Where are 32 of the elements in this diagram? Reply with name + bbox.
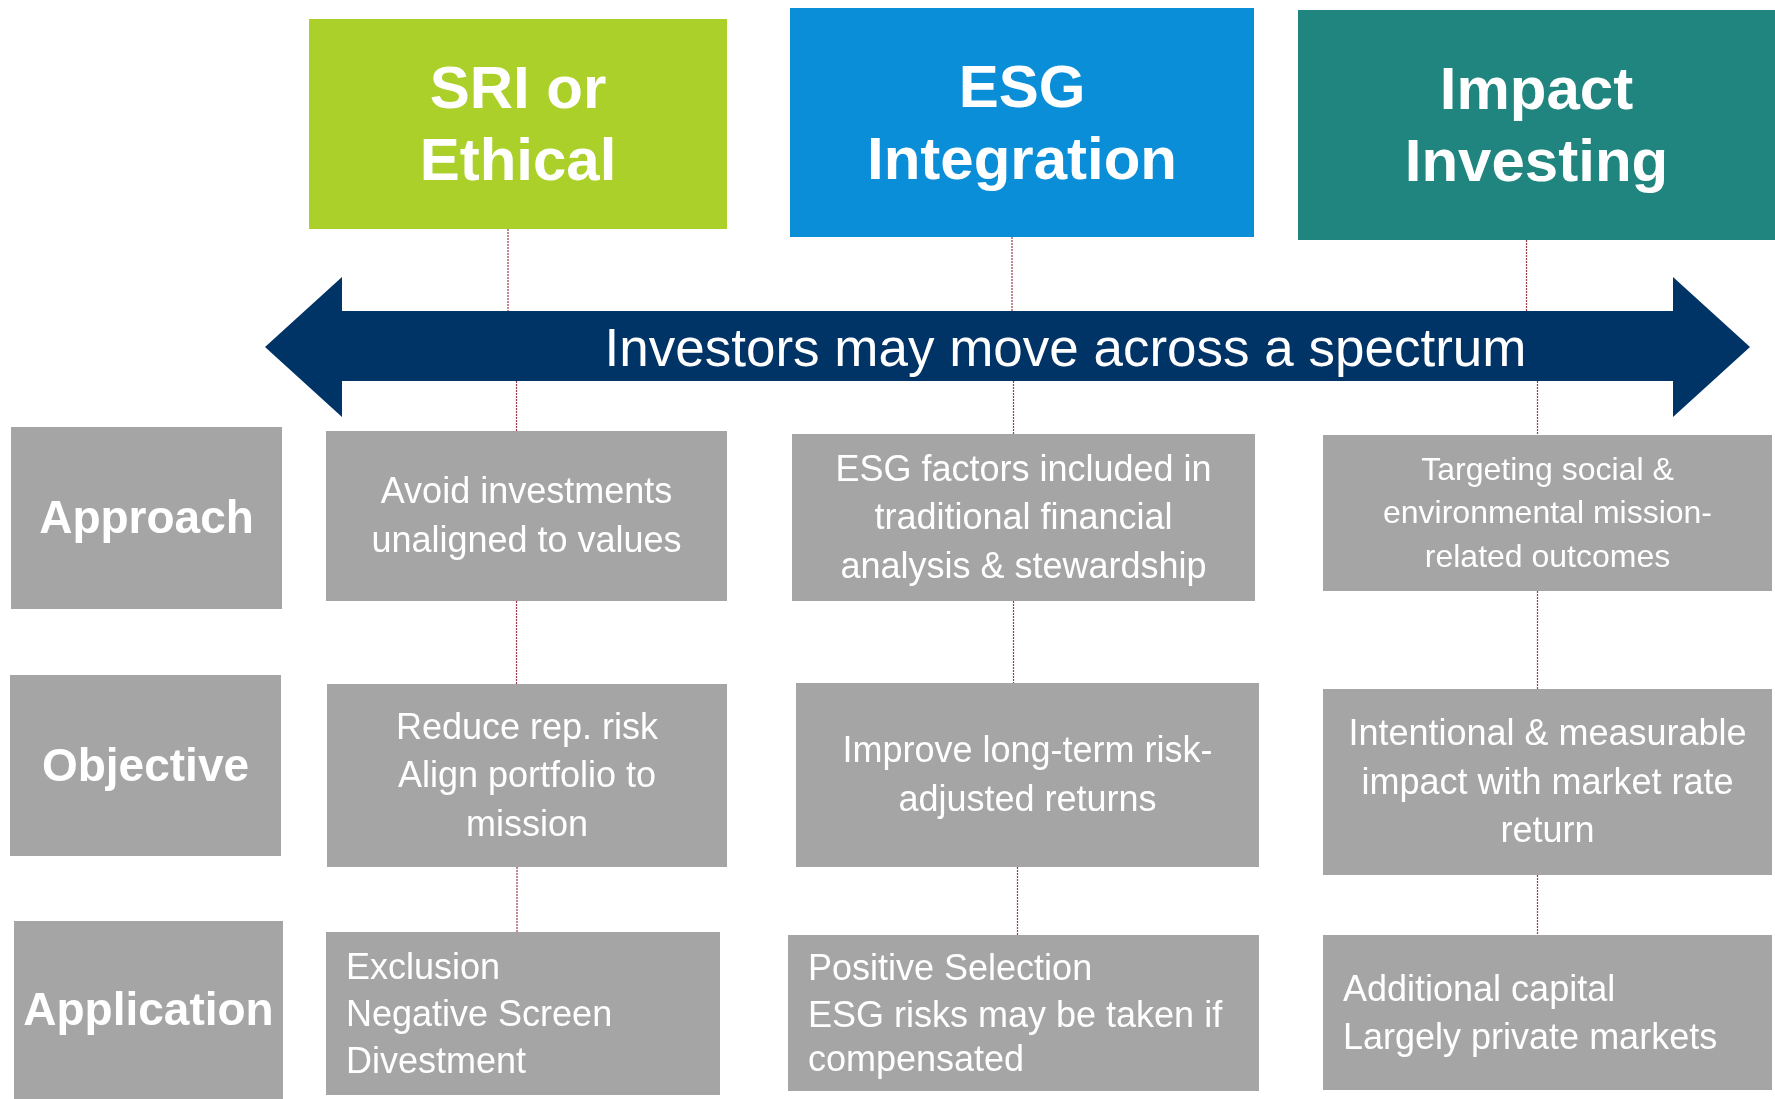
cell-text: Reduce rep. risk	[395, 704, 659, 749]
category-header: Impact Investing	[1298, 10, 1775, 240]
connector-line	[1536, 590, 1539, 690]
cell-text: Avoid investments unaligned to values	[370, 469, 683, 562]
connector-line	[1536, 380, 1539, 436]
category-header: SRI or Ethical	[309, 19, 727, 229]
row-header: Approach	[11, 427, 282, 609]
row-header: Objective	[10, 675, 281, 856]
cell-text: Additional capital	[1343, 967, 1616, 1011]
row-header: Application	[14, 921, 283, 1099]
connector-line	[516, 866, 518, 933]
connector-line	[515, 600, 518, 685]
cell-text: Positive Selection	[808, 946, 1093, 990]
cell-text: ESG risks may be taken if compensated	[808, 993, 1224, 1080]
connector-line	[507, 228, 509, 312]
connector-line	[1011, 236, 1013, 312]
cell-text: Intentional & measurable impact with market rate return	[1347, 711, 1748, 853]
cell-text: Divestment	[346, 1039, 527, 1083]
cell-text: Largely private markets	[1343, 1014, 1718, 1058]
connector-line	[1012, 600, 1015, 684]
connector-line	[1012, 380, 1015, 435]
category-header: ESG Integration	[790, 8, 1254, 237]
cell-text: Targeting social & environmental mission-related outcomes	[1382, 450, 1713, 576]
connector-line	[1016, 866, 1019, 936]
cell-text: Improve long-term risk-adjusted returns	[841, 728, 1214, 821]
connector-line	[515, 380, 518, 432]
cell-text: Negative Screen	[346, 991, 613, 1036]
connector-line	[1525, 239, 1528, 312]
connector-line	[1536, 874, 1539, 936]
cell-text: Exclusion	[346, 944, 501, 988]
cell-text: Align portfolio to mission	[396, 753, 658, 846]
cell-text: ESG factors included in traditional financial analysis & stewardship	[834, 446, 1213, 588]
